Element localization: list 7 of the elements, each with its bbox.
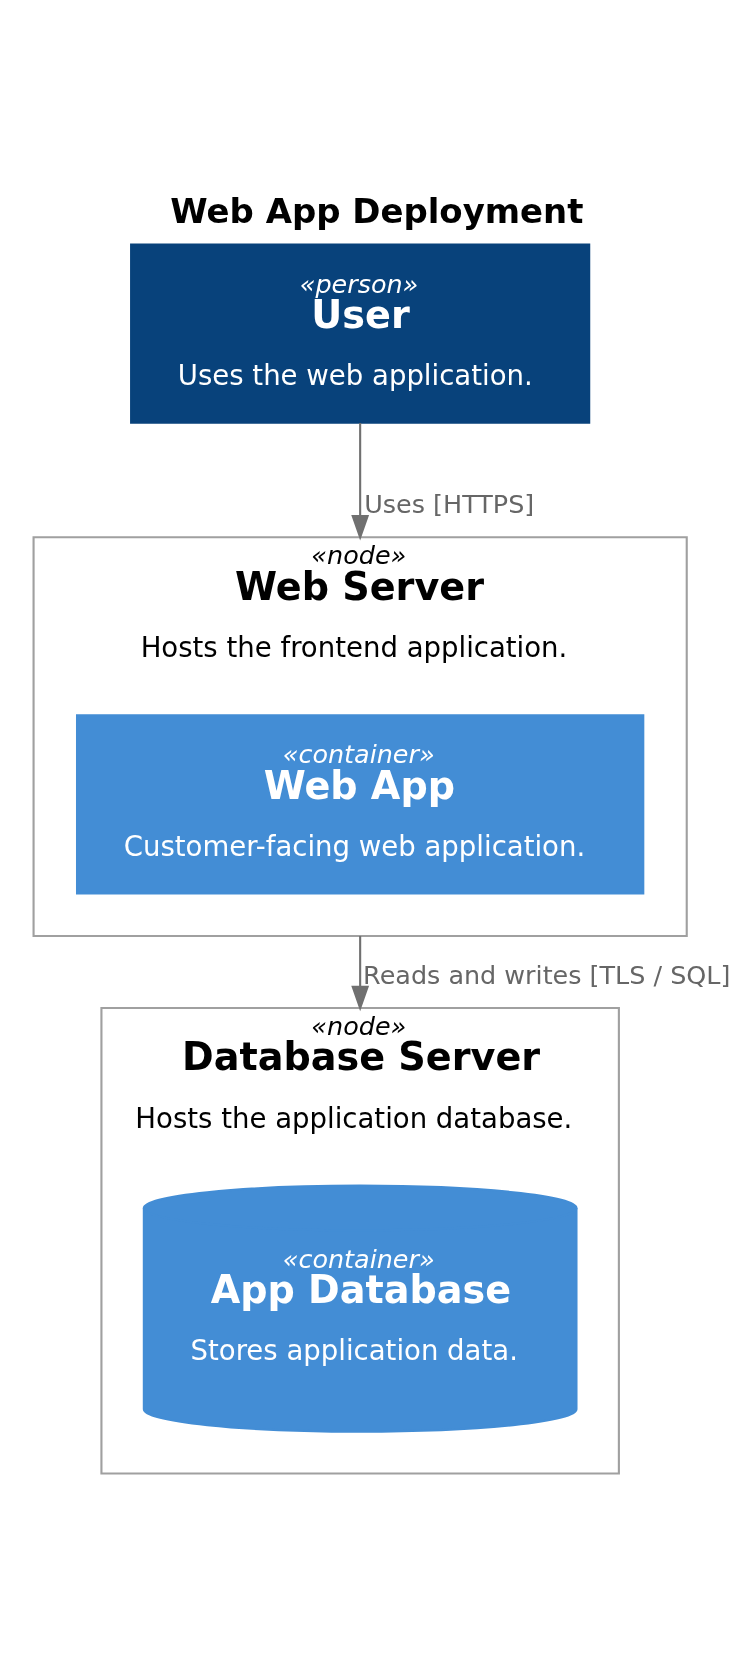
edge-label: Uses [HTTPS]: [364, 489, 535, 520]
arrow: [351, 423, 370, 541]
node-box: «person» User Uses the web application.: [130, 243, 591, 424]
arrow: [351, 935, 370, 1012]
node-box: «container» Web App Customer-facing web application.: [76, 714, 645, 895]
diagram-title: Web App Deployment: [170, 191, 584, 231]
edge-label: Reads and writes [TLS / SQL]: [363, 959, 731, 990]
